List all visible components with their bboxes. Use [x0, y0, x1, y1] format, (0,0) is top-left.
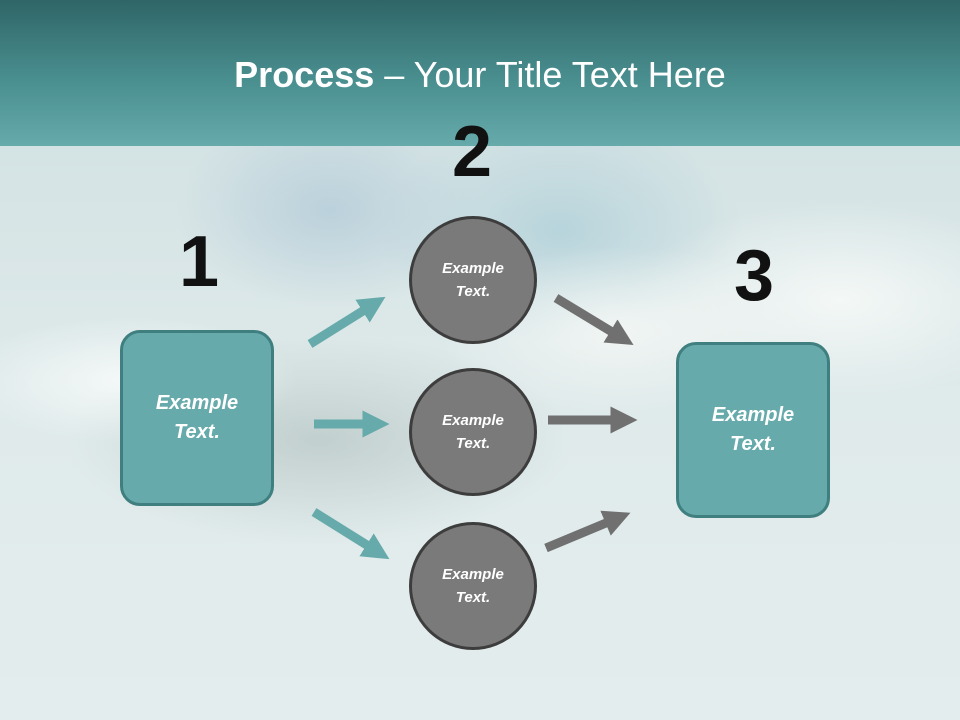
circle-bottom-line2: Text. — [455, 589, 491, 606]
arrow-grey-up — [544, 510, 631, 553]
step-3-box: Example Text. — [676, 342, 830, 518]
step-1-box-line2: Text. — [174, 421, 220, 443]
circle-top-line2: Text. — [455, 283, 491, 300]
step-number-1: 1 — [178, 222, 220, 302]
arrow-grey-down — [553, 294, 634, 345]
circle-top-line1: Example — [442, 260, 504, 277]
step-number-3: 3 — [733, 236, 775, 316]
step-3-box-line1: Example — [711, 404, 795, 426]
step-1-box-line1: Example — [155, 392, 239, 414]
step-number-2: 2 — [451, 112, 493, 192]
step-2-circle-bottom: Example Text. — [409, 522, 537, 650]
circle-bottom-line1: Example — [442, 566, 504, 583]
title-bold: Process — [234, 54, 375, 95]
circle-middle-line1: Example — [442, 412, 504, 429]
arrow-teal-up — [307, 296, 386, 348]
step-2-circle-top: Example Text. — [409, 216, 537, 344]
arrow-teal-down — [311, 508, 390, 560]
circle-middle-line2: Text. — [455, 435, 491, 452]
step-1-box: Example Text. — [120, 330, 274, 506]
title-rest: – Your Title Text Here — [374, 54, 726, 95]
step-2-circle-middle: Example Text. — [409, 368, 537, 496]
slide-title: Process – Your Title Text Here — [0, 54, 960, 96]
step-3-box-line2: Text. — [730, 433, 776, 455]
title-bar: Process – Your Title Text Here — [0, 0, 960, 146]
